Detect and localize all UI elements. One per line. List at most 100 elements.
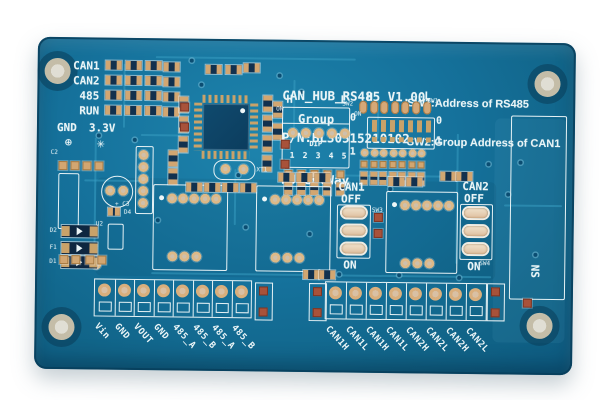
via [397,273,402,278]
sw1-one-label: 1 [435,135,442,147]
status-led [105,75,122,85]
trace [155,56,356,61]
terminal-cell: 485_B [190,280,217,351]
module-footprint [255,185,332,273]
terminal-protection-parts [38,37,576,322]
cap-pad [118,185,129,196]
passive-component [272,123,283,140]
power-protection-parts [38,37,576,269]
qfp-pin1-dot [240,108,246,114]
via [199,82,204,87]
terminal-pad-rect [389,305,403,316]
qfp-pins-right [249,103,259,152]
passive-component [163,77,180,87]
smd-pad-tan [82,161,92,171]
passive-component [263,95,273,112]
sw1-res-pad [417,161,425,169]
terminal-cell: CAN1H [323,282,350,353]
passive-component [406,177,423,187]
group-pad [313,128,324,139]
terminal-pad [388,287,403,301]
terminal-pad-rect [329,304,343,315]
sw1-pad [369,100,378,114]
module-pad [292,194,303,205]
passive-component [186,182,203,192]
resistor [145,106,162,116]
sw1-res-pad [379,160,387,168]
sw1-res-row1 [38,37,576,169]
cap-pad [105,185,116,196]
group-title-box: Group [283,107,350,126]
passive-component [314,173,331,183]
terminal-cell: 485_A [170,280,197,351]
terminal-cell: GND [112,279,136,342]
passive-component [163,62,180,72]
group-digit: 5 [341,151,347,161]
smd-pad-red [522,298,532,308]
v33-testpoint-icon: ✳ [96,136,105,152]
sw1-bottom-pad [360,148,369,157]
module-pad [167,193,178,204]
sw1-pad [412,101,421,115]
module-pad [421,200,433,211]
crystal-footprint [213,159,256,181]
sw1-bottom-pad [389,149,398,158]
can1-on-label: ON [343,258,357,272]
pcb-board: CAN_HUB_RS485 V1.00 P/N:BL30515210102 NJ… [33,36,577,376]
protection-component [61,242,98,255]
terminal-pad [195,284,209,298]
jumper-pad [463,243,488,255]
silkscreen-designator: XT1 [256,166,268,174]
module-pad [211,193,222,204]
ns-label: NS [528,264,542,279]
status-led [105,60,122,70]
module-pad [178,193,189,204]
module-pad [270,252,281,263]
terminal-cell: CAN1L [383,282,410,354]
gnd-testpoint-icon: ⊕ [64,135,73,150]
module-pad [167,251,178,262]
terminal-cell: CAN2L [463,284,490,355]
sw1-pad [401,101,410,115]
sw1-pad [380,100,389,115]
silkscreen-designator: ON [276,105,284,113]
terminal-label: VOUT [131,321,155,347]
smd-pad-red [373,228,383,238]
header-pad [137,197,149,209]
passive-component [204,182,221,192]
terminal-label: Vin [92,321,112,342]
passive-component [240,183,257,193]
passive-component [303,269,320,280]
resistor [145,91,162,101]
smd-pad-red [280,139,290,149]
terminal-cell: 485_A [209,280,236,352]
silkscreen-designator: D4 [123,208,132,216]
terminal-cell: CAN2L [423,283,450,354]
module-footprint [385,190,459,274]
via [132,137,137,142]
silkscreen-designator: SW4 [479,260,491,268]
header-pad [138,185,149,197]
sw1-bottom-pad [370,148,379,157]
trace-layer [38,37,576,279]
passive-component [388,177,405,187]
can1-termination-jumper [336,204,372,259]
sw1-zero-label: 0 [435,115,443,127]
module-pad [189,193,200,204]
resistor [125,90,142,100]
module-footprint [152,184,229,272]
resistor [125,105,142,115]
silkscreen-designator: SW3 [371,206,383,214]
sw1-res-pad [398,161,406,169]
ns-area-box: NS [508,115,568,301]
resistor [125,60,142,70]
status-led-label: 485 [79,89,100,103]
trace [140,133,181,137]
terminal-pad-rect [196,302,210,313]
group-one-label: 1 [349,146,356,158]
smd-pad-tan [59,255,69,265]
terminal-pad-rect [137,301,151,313]
terminal-cell: CAN1H [363,282,390,353]
terminal-pad [156,284,170,298]
